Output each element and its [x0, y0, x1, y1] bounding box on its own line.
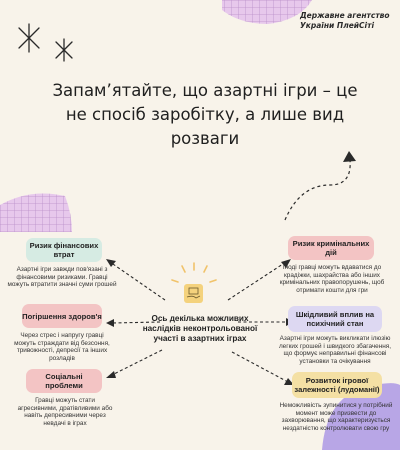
criminal-text: Іноді гравці можуть вдаватися до крадіжк…: [279, 264, 385, 294]
pill-criminal-title: Ризик кримінальних дій: [288, 236, 374, 260]
addiction-text: Неможливість зупинитися у потрібний моме…: [279, 402, 393, 432]
pill-health-title: Погіршення здоров'я: [22, 304, 102, 328]
blob-bottom-right: [322, 383, 400, 450]
health-text: Через стрес і напругу гравці можуть стра…: [14, 332, 110, 362]
pill-financial-title: Ризик фінансових втрат: [26, 238, 102, 262]
financial-text: Азартні ігри завжди пов'язані з фінансов…: [7, 266, 117, 289]
arrow-head: [106, 259, 116, 267]
money-hand-icon: [184, 284, 203, 303]
pill-psyche-title: Шкідливий вплив на психічний стан: [288, 306, 382, 332]
pill-addiction-title: Розвиток ігрової залежності (лудоманії): [292, 372, 382, 398]
sparkle-icon: [18, 23, 73, 62]
page-headline: Запам’ятайте, що азартні ігри – це не сп…: [52, 81, 358, 148]
psyche-text: Азартні ігри можуть викликати ілюзію лег…: [278, 335, 392, 365]
agency-name: Державне агентство України ПлейСіті: [300, 11, 390, 30]
social-text: Гравці можуть стати агресивними, дратівл…: [17, 397, 113, 427]
center-title: Ось декілька можливих наслідків неконтро…: [142, 314, 258, 343]
rays-icon: [171, 262, 217, 283]
curved-arrow: [284, 159, 351, 221]
pill-social-title: Соціальні проблеми: [26, 369, 102, 393]
